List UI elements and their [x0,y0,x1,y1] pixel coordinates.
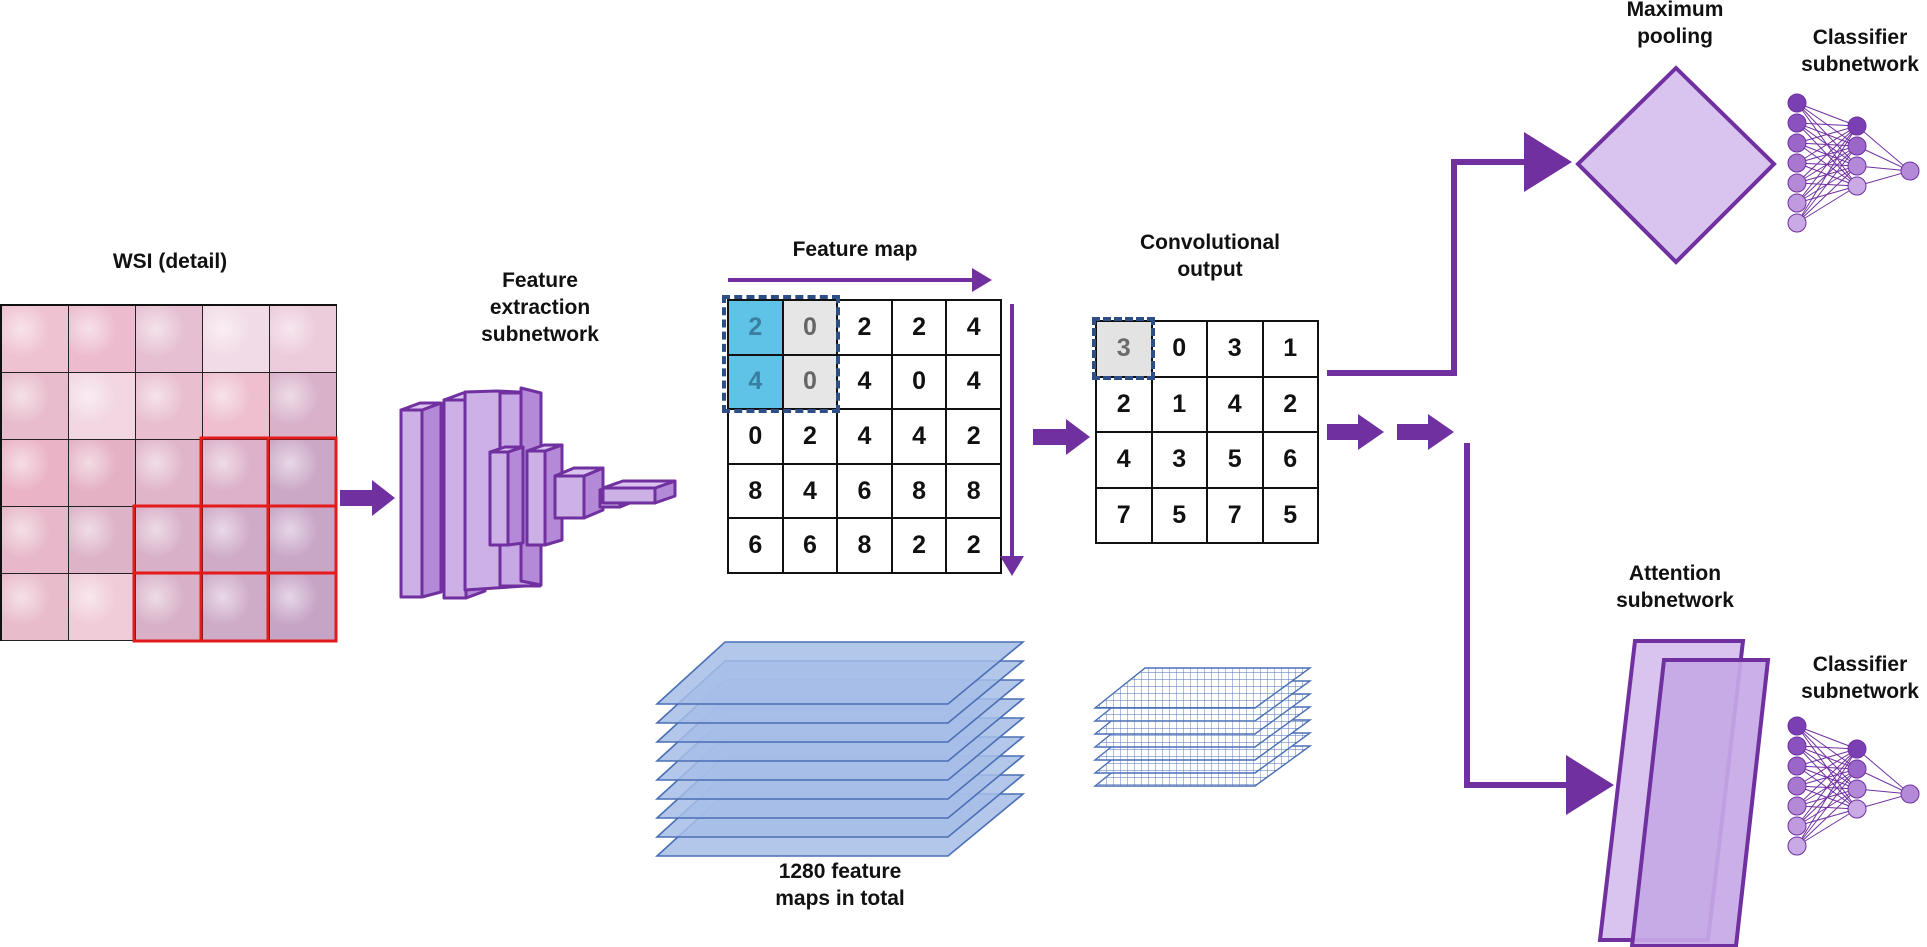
branch-to-attention [1464,443,1614,815]
wsi-tile [69,574,136,641]
conv-output-cell: 3 [1208,322,1264,378]
wsi-tile [136,306,203,373]
wsi-tile [69,373,136,440]
conv-output-cell: 4 [1097,433,1153,489]
feature-map-cell: 4 [947,355,1002,411]
conv-output-cell: 3 [1152,433,1208,489]
conv-output-cell: 4 [1208,377,1264,433]
feature-map-cell: 2 [729,301,784,356]
wsi-tile [2,440,69,507]
wsi-selection-outline [132,436,338,643]
conv-output-cell: 5 [1152,488,1208,544]
wsi-label: WSI (detail) [112,250,228,273]
feature-map-cell: 2 [947,410,1002,465]
feature-extraction-blocks-small [488,443,677,547]
feature-map-cell: 4 [892,410,948,465]
wsi-tile-selected [270,440,337,507]
conv-output-cell: 2 [1263,377,1319,433]
wsi-tile [270,306,337,373]
conv-output-cell: 2 [1097,377,1153,433]
conv-output-cell: 1 [1152,377,1208,433]
conv-output-cell: 7 [1097,488,1153,544]
wsi-tile [270,373,337,440]
wsi-tile [136,373,203,440]
arrow-right-icon [340,480,395,516]
conv-output-layer [1093,667,1313,709]
convolutional-output-label: Convolutional output [1140,231,1280,281]
wsi-tile [69,440,136,507]
wsi-tile-selected [136,507,203,574]
feature-map-cell: 4 [783,464,839,520]
feature-map-cell: 0 [783,355,839,411]
branch-to-pooling [1327,132,1572,376]
neural-network-icon [1787,716,1920,856]
feature-map-cell: 2 [947,519,1002,574]
feature-map-cell: 8 [729,464,784,520]
arrow-right-icon [1033,419,1090,455]
classifier-bottom-label: Classifier subnetwork [1801,653,1919,703]
wsi-tile [136,440,203,507]
feature-map-cell: 0 [892,355,948,411]
feature-map-cell: 0 [783,301,839,356]
wsi-tile [203,373,270,440]
feature-map-cell: 2 [892,301,948,356]
feature-map-label: Feature map [792,238,918,261]
feature-map-cell: 2 [783,410,839,465]
wsi-tile-selected [203,507,270,574]
attention-block-front [1629,658,1771,947]
diamond-icon [1575,65,1777,265]
feature-extraction-label: Feature extraction subnetwork [481,269,599,346]
wsi-tile [2,306,69,373]
feature-map-cell: 4 [947,301,1002,356]
feature-map-cell: 0 [729,410,784,465]
wsi-tile [2,373,69,440]
wsi-tile-grid [0,304,337,641]
feature-map-cell: 8 [947,464,1002,520]
maximum-pooling-label: Maximum pooling [1626,0,1724,48]
feature-map-cell: 4 [729,355,784,411]
wsi-tile [69,306,136,373]
feature-map-cell: 6 [838,464,893,520]
wsi-tile [2,574,69,641]
wsi-tile [203,306,270,373]
arrow-right-icon [1327,414,1384,450]
feature-map-layer [654,641,1026,705]
feature-map-cell: 6 [729,519,784,574]
conv-output-cell: 6 [1263,433,1319,489]
layer-stack-icon [654,641,1026,857]
flow-arrows [340,414,1454,516]
attention-label: Attention subnetwork [1616,562,1734,612]
wsi-tile [2,507,69,574]
feature-map-cell: 4 [838,355,893,411]
conv-output-stack [1093,667,1313,787]
wsi-tile-selected [203,440,270,507]
neural-network-icon [1787,93,1920,233]
wsi-tile [69,507,136,574]
feature-map-cell: 8 [892,464,948,520]
wsi-tile-selected [270,574,337,641]
conv-output-cell: 5 [1263,488,1319,544]
conv-output-cell: 0 [1152,322,1208,378]
conv-output-cell: 5 [1208,433,1264,489]
conv-output-cell: 1 [1263,322,1319,378]
feature-maps-total-label: 1280 feature maps in total [775,860,905,910]
classifier-top-label: Classifier subnetwork [1801,26,1919,76]
feature-map-cell: 8 [838,519,893,574]
wsi-tile-selected [136,574,203,641]
feature-map-cell: 4 [838,410,893,465]
conv-output-cell: 7 [1208,488,1264,544]
feature-map-cell: 2 [838,301,893,356]
feature-map-cell: 6 [783,519,839,574]
wsi-tile-selected [203,574,270,641]
arrow-right-icon [1397,414,1454,450]
feature-map-cell: 2 [892,519,948,574]
